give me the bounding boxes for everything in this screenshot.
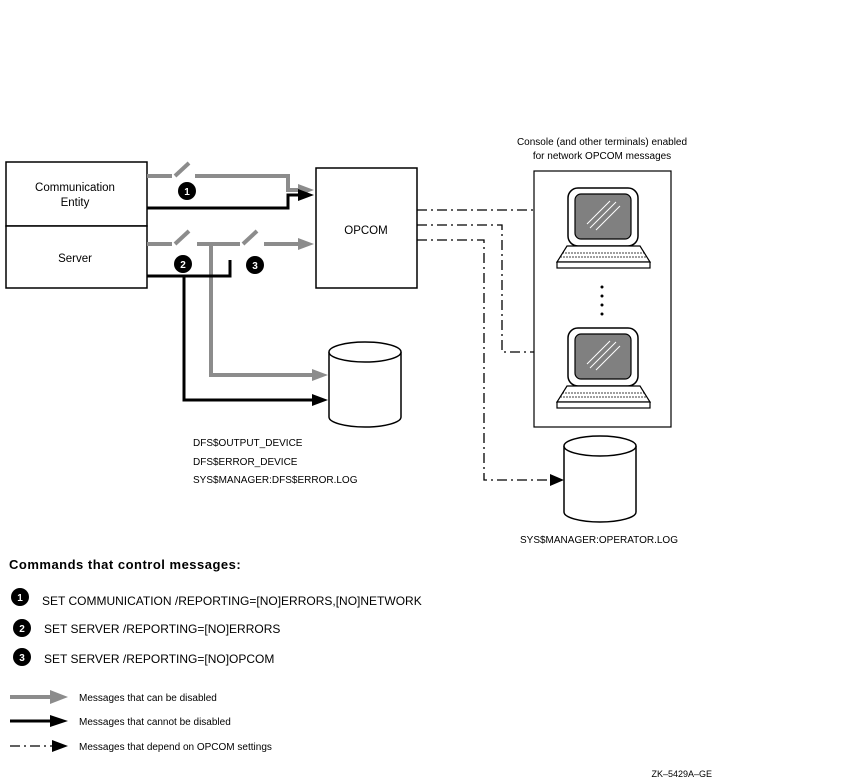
svg-text:3: 3 (252, 261, 258, 272)
svg-text:3: 3 (19, 653, 25, 664)
terminal-1-icon (555, 187, 652, 269)
svg-text:2: 2 (180, 260, 186, 271)
legend-black: Messages that cannot be disabled (10, 715, 231, 728)
command-2: 2 SET SERVER /REPORTING=[NO]ERRORS (13, 619, 280, 637)
svg-text:1: 1 (17, 593, 23, 604)
switch-badge-1: 1 (178, 182, 196, 200)
svg-text:Messages that cannot be disabl: Messages that cannot be disabled (79, 717, 231, 728)
log-file-error-log: SYS$MANAGER:DFS$ERROR.LOG (193, 475, 358, 486)
server-black-path (147, 260, 318, 402)
command-3: 3 SET SERVER /REPORTING=[NO]OPCOM (13, 648, 274, 666)
commands-heading: Commands that control messages: (9, 557, 241, 572)
comm-gray-path (147, 161, 306, 192)
console-caption-line2: for network OPCOM messages (533, 151, 671, 162)
to-operator-log-arrowhead (550, 474, 564, 486)
log-file-output-device: DFS$OUTPUT_DEVICE (193, 438, 303, 449)
operator-log-disk (563, 435, 637, 523)
switch-badge-2: 2 (174, 255, 192, 273)
svg-text:SET SERVER /REPORTING=[NO]OPCO: SET SERVER /REPORTING=[NO]OPCOM (44, 652, 274, 666)
communication-entity-label-line1: Communication (35, 182, 115, 194)
server-to-disk-gray-arrowhead (312, 369, 328, 381)
comm-black-arrowhead (298, 189, 314, 201)
terminal-2-icon (555, 327, 652, 409)
server-gray-path (147, 229, 318, 377)
svg-text:Messages that can be disabled: Messages that can be disabled (79, 693, 217, 704)
legend-dashdot: Messages that depend on OPCOM settings (10, 740, 272, 753)
server-to-opcom-arrowhead (298, 238, 314, 250)
legend-gray: Messages that can be disabled (10, 690, 217, 704)
svg-text:2: 2 (19, 624, 25, 635)
error-log-disk (328, 341, 402, 428)
communication-entity-label-line2: Entity (61, 197, 90, 209)
log-file-error-device: DFS$ERROR_DEVICE (193, 457, 298, 468)
server-box (5, 225, 148, 289)
svg-text:Messages that depend on OPCOM: Messages that depend on OPCOM settings (79, 742, 272, 753)
command-1: 1 SET COMMUNICATION /REPORTING=[NO]ERROR… (11, 588, 422, 608)
server-label: Server (58, 253, 92, 265)
terminal-ellipsis (600, 285, 604, 316)
opcom-box (315, 167, 418, 289)
server-to-disk-black-arrowhead (312, 394, 328, 406)
svg-text:SET SERVER /REPORTING=[NO]ERRO: SET SERVER /REPORTING=[NO]ERRORS (44, 622, 280, 636)
communication-entity-box (5, 161, 148, 227)
console-caption-line1: Console (and other terminals) enabled (517, 137, 687, 148)
svg-text:1: 1 (184, 187, 190, 198)
svg-text:SET COMMUNICATION /REPORTING=[: SET COMMUNICATION /REPORTING=[NO]ERRORS,… (42, 594, 422, 608)
operator-log-label: SYS$MANAGER:OPERATOR.LOG (520, 535, 678, 546)
switch-badge-3: 3 (246, 256, 264, 274)
comm-black-path (147, 193, 306, 210)
opcom-label: OPCOM (344, 225, 387, 237)
opcom-dashdot-paths (417, 209, 552, 481)
figure-id: ZK–5429A–GE (651, 769, 712, 779)
